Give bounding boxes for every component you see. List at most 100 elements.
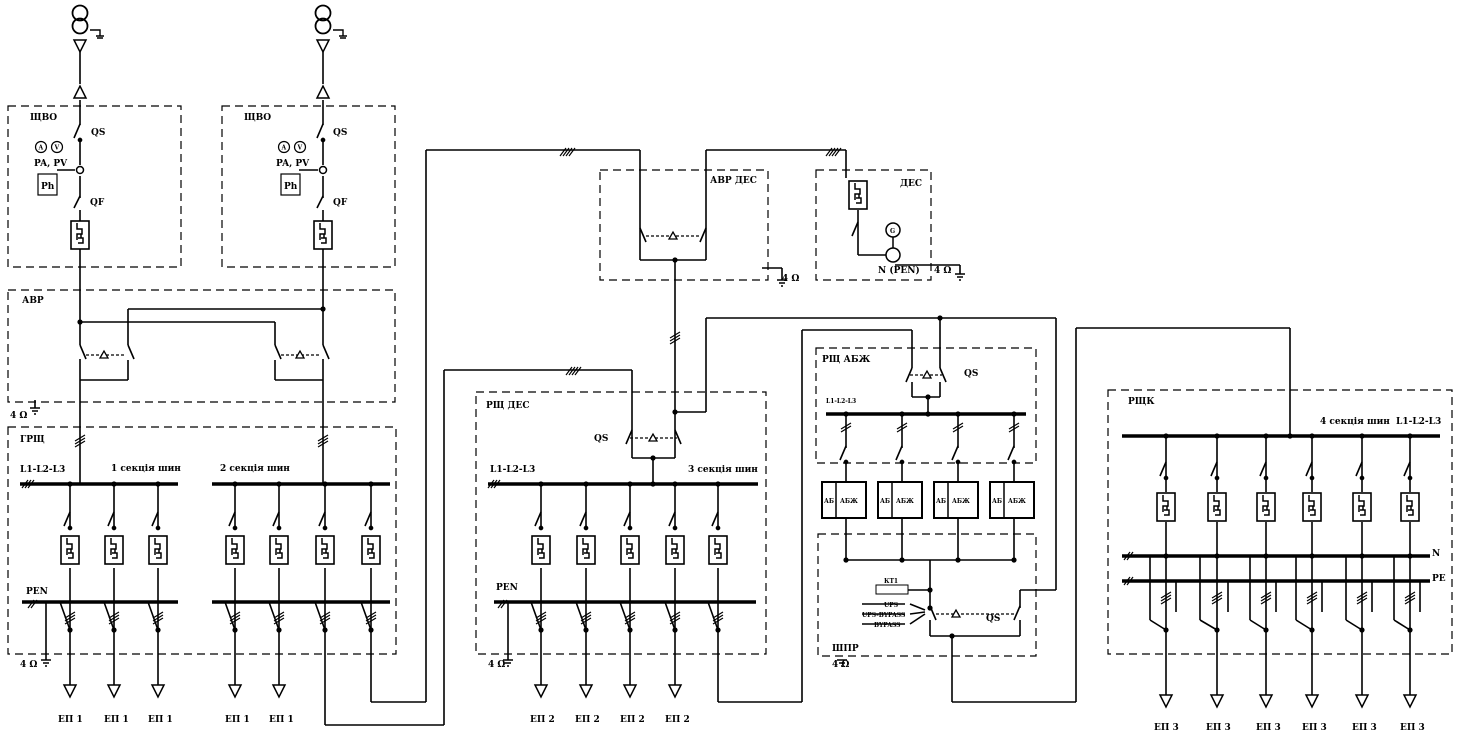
label-ep3-b: ЕП 3 [1206,723,1231,733]
feeder-switch [107,511,115,527]
avr-contact [699,227,707,243]
abzh-unit-1: АБ АБЖ [821,481,867,519]
junction-dot [899,557,905,563]
junction-dot [672,257,678,263]
input-arrow-icon [316,39,330,53]
feeder-switch [711,511,719,527]
label-ep2-c: ЕП 2 [620,715,645,725]
label-l123-4: L1-L2-L3 [1396,417,1441,427]
junction-dot [1359,553,1365,559]
consumer-arrow-icon [579,684,593,698]
label-avr-des: АВР ДЕС [710,176,757,186]
junction-dot [77,319,83,325]
label-ep1-e: ЕП 1 [269,715,294,725]
label-ab-1: АБ [824,498,834,505]
junction-dot [1359,433,1365,439]
feeder-switch [1305,461,1313,477]
label-papv-1: PA, PV [34,159,68,169]
breaker-icon [620,535,640,565]
junction-dot [1407,553,1413,559]
abzh-unit-3: АБ АБЖ [933,481,979,519]
label-pe: PE [1432,574,1446,584]
junction-dot [1214,553,1220,559]
breaker-icon [313,220,333,250]
feeder-switch [534,511,542,527]
junction-dot [1163,433,1169,439]
junction-dot [1309,627,1315,633]
junction-dot [899,411,905,417]
consumer-arrow-icon [107,684,121,698]
ground-icon [777,279,787,287]
consumer-arrow-icon [272,684,286,698]
grp-box [7,426,397,655]
label-rsh-abzh: РЩ АБЖ [822,355,871,365]
label-v-1: V [54,145,60,152]
feeder-switch [623,511,631,527]
breaker-icon [1352,492,1372,522]
label-rsh-des: РЩ ДЕС [486,401,530,411]
label-ep2-b: ЕП 2 [575,715,600,725]
avr-contact [674,429,682,445]
label-ups-bypass: UPS-BYPASS [862,612,905,619]
feeder-switch [1259,461,1267,477]
junction-dot [1263,553,1269,559]
ground-icon [41,659,51,667]
label-ep1-b: ЕП 1 [104,715,129,725]
label-ground-rsh-des: 4 Ω [488,660,505,670]
label-l123-1: L1-L2-L3 [20,465,65,475]
label-ep3-f: ЕП 3 [1400,723,1425,733]
avr-contact [322,344,330,360]
label-qs-des: QS [594,434,608,444]
rsh-des-box [475,391,767,655]
consumer-arrow-icon [151,684,165,698]
junction-dot [927,605,933,611]
junction-dot [925,411,931,417]
rsh-abzh-box [815,347,1037,464]
generator-icon: G [885,222,901,263]
label-ep2-d: ЕП 2 [665,715,690,725]
junction-dot [1287,433,1293,439]
input-arrow-icon [316,85,330,99]
feeder-switch [1355,461,1363,477]
junction-dot [925,394,931,400]
label-qs-2: QS [333,128,347,138]
label-ab-4: АБ [992,498,1002,505]
consumer-arrow-icon [1210,694,1224,708]
feeder-switch [668,511,676,527]
label-ep1-a: ЕП 1 [58,715,83,725]
breaker-icon [315,535,335,565]
junction-dot [715,627,721,633]
current-transformer-icon [75,165,85,175]
consumer-arrow-icon [1305,694,1319,708]
feeder-switch [151,511,159,527]
junction-dot [538,481,544,487]
feeder-switch [318,511,326,527]
breaker-icon [104,535,124,565]
qs-switch [73,123,81,139]
shvo-box-2 [221,105,396,268]
junction-dot [1214,627,1220,633]
consumer-arrow-icon [63,684,77,698]
feeder-switch [63,511,71,527]
wiring [34,52,1421,726]
junction-dot [583,627,589,633]
junction-dot [232,627,238,633]
label-qs-abzh: QS [964,369,978,379]
breaker-icon [1256,492,1276,522]
label-abzh-2: АБЖ [896,498,914,505]
breaker-icon [1302,492,1322,522]
junction-dot [155,481,161,487]
label-grp: ГРЩ [20,435,45,445]
label-ph-1: Ph [41,182,55,192]
feeder-switch [272,511,280,527]
interlock-icon [922,370,932,379]
label-shvo-2: ЩВО [244,113,271,123]
junction-dot [232,481,238,487]
junction-dot [538,627,544,633]
kt1-terminal [875,584,909,595]
junction-dot [715,481,721,487]
breaker-icon [225,535,245,565]
junction-dot [627,481,633,487]
junction-dot [276,627,282,633]
junction-dot [1407,627,1413,633]
